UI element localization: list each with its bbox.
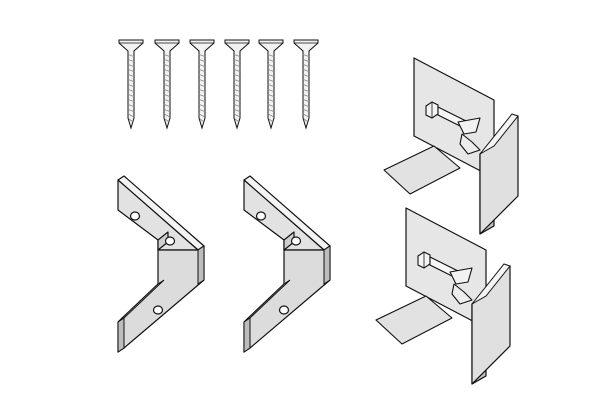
bolt-clamp-icon [383, 57, 519, 235]
wood-screw-icon [154, 39, 180, 129]
bolt-clamp-icon [375, 207, 511, 385]
wood-screw-icon [258, 39, 284, 129]
l-bracket-icon [117, 175, 205, 353]
l-bracket-icon [243, 175, 331, 353]
clamps-group [375, 57, 519, 385]
wood-screw-icon [118, 39, 144, 129]
brackets-group [117, 175, 331, 353]
screws-group [118, 39, 319, 129]
wood-screw-icon [224, 39, 250, 129]
wood-screw-icon [293, 39, 319, 129]
wood-screw-icon [189, 39, 215, 129]
